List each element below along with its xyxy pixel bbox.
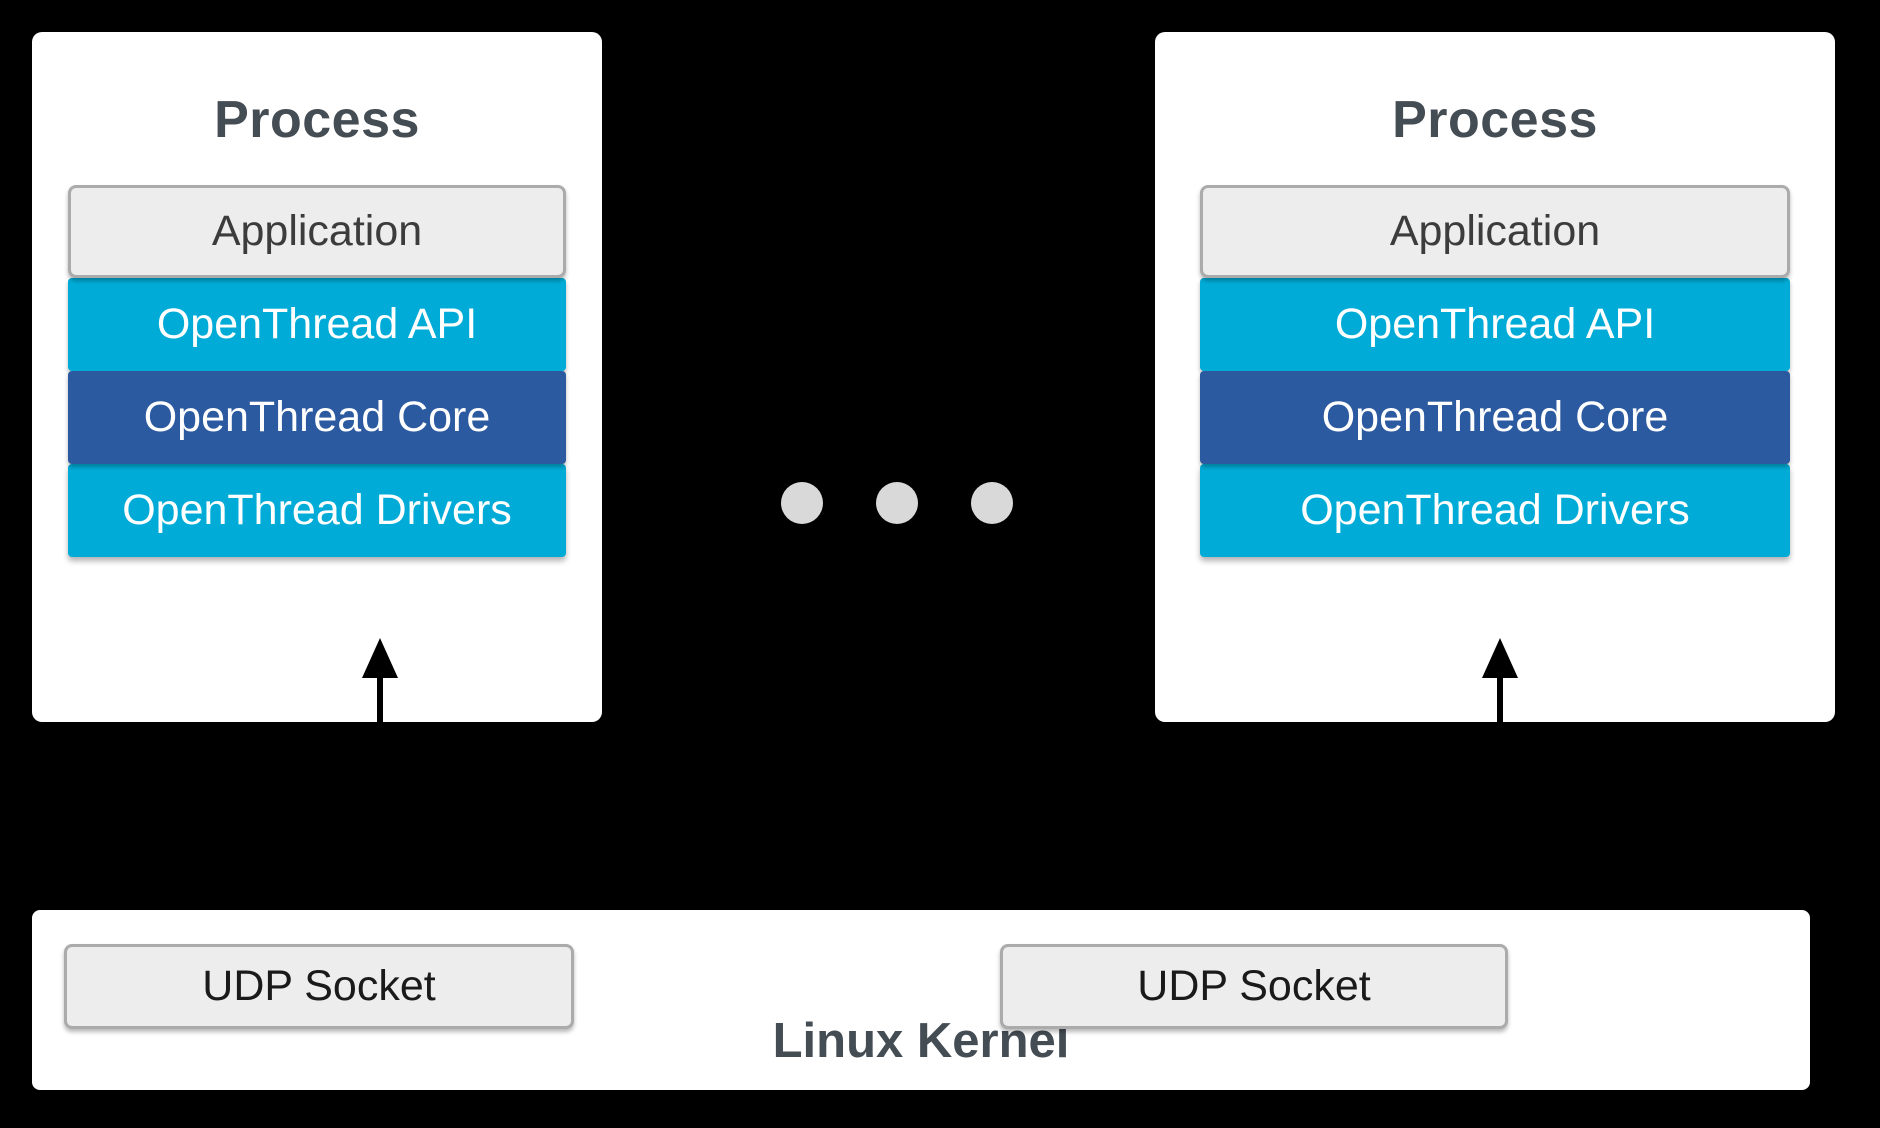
ellipsis-dot-1	[781, 482, 823, 524]
stack-right: Application OpenThread API OpenThread Co…	[1200, 185, 1790, 557]
process-card-left: Process Application OpenThread API OpenT…	[32, 32, 602, 722]
process-title-left: Process	[214, 91, 420, 149]
udp-socket-left: UDP Socket	[64, 944, 574, 1029]
layer-openthread-drivers-right: OpenThread Drivers	[1200, 464, 1790, 557]
ellipsis-dot-2	[876, 482, 918, 524]
ellipsis-more-processes	[781, 482, 1013, 524]
connector-arrow-left	[357, 636, 403, 726]
ellipsis-dot-3	[971, 482, 1013, 524]
layer-openthread-drivers-left: OpenThread Drivers	[68, 464, 566, 557]
layer-openthread-api-right: OpenThread API	[1200, 278, 1790, 371]
layer-openthread-core-left: OpenThread Core	[68, 371, 566, 464]
layer-application-right: Application	[1200, 185, 1790, 278]
layer-application-left: Application	[68, 185, 566, 278]
layer-openthread-api-left: OpenThread API	[68, 278, 566, 371]
udp-socket-right: UDP Socket	[1000, 944, 1508, 1029]
kernel-card: Linux Kernel UDP Socket UDP Socket	[32, 910, 1810, 1090]
stack-left: Application OpenThread API OpenThread Co…	[68, 185, 566, 557]
process-card-right: Process Application OpenThread API OpenT…	[1155, 32, 1835, 722]
process-title-right: Process	[1392, 91, 1598, 149]
layer-openthread-core-right: OpenThread Core	[1200, 371, 1790, 464]
connector-arrow-right	[1477, 636, 1523, 726]
